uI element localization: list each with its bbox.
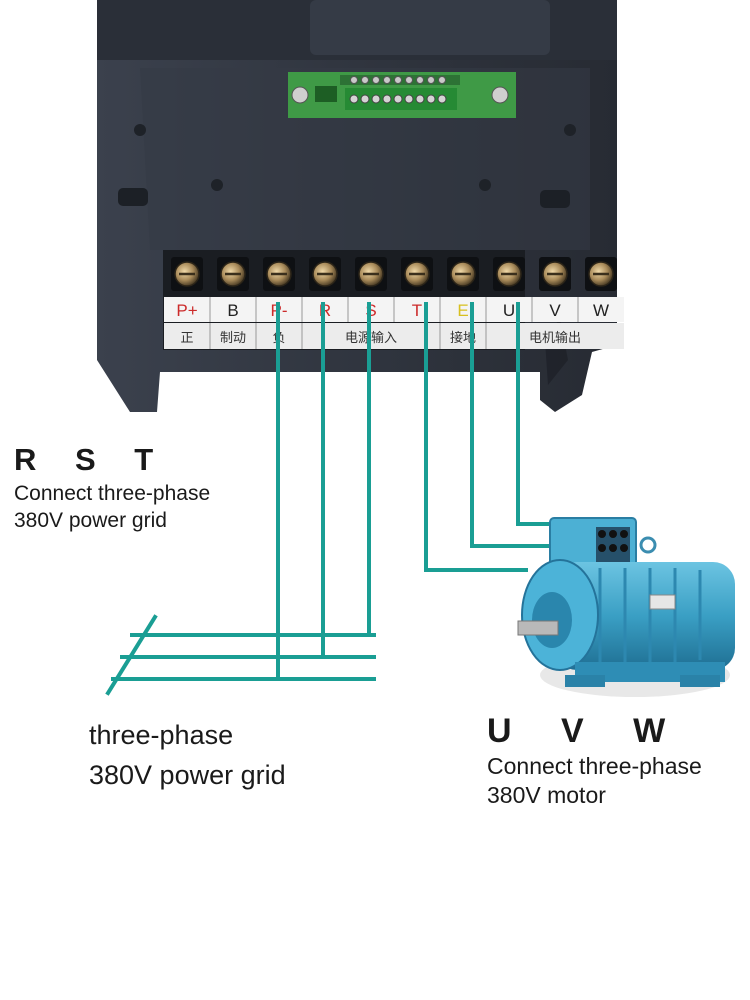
rst-desc-line1: Connect three-phase <box>14 482 211 505</box>
control-pcb <box>288 72 516 118</box>
electric-motor <box>517 517 735 697</box>
terminal-code-9: V <box>549 301 561 320</box>
grid-label-line2: 380V power grid <box>89 760 286 790</box>
terminal-code-10: W <box>593 301 609 320</box>
power-grid-lines <box>105 614 376 696</box>
terminal-group-label-1: 正 <box>180 331 193 346</box>
uvw-wires <box>424 302 558 572</box>
rst-wires <box>276 302 371 679</box>
rst-desc-line2: 380V power grid <box>14 509 167 532</box>
terminal-code-1: P+ <box>176 301 197 320</box>
terminal-group-label-6: 电机输出 <box>529 330 581 346</box>
wire-w <box>516 302 553 526</box>
terminal-screws <box>171 257 617 291</box>
terminal-code-2: B <box>227 301 238 320</box>
terminal-code-7: E <box>457 301 468 320</box>
inverter-drive <box>97 0 617 412</box>
terminal-group-label-2: 制动 <box>220 331 246 346</box>
terminal-code-6: T <box>412 301 422 320</box>
uvw-desc-line1: Connect three-phase <box>487 753 702 779</box>
grid-label-line1: three-phase <box>89 720 234 750</box>
terminal-code-8: U <box>503 301 515 320</box>
terminal-chinese-row: 正制动负电源输入接地电机输出 <box>164 323 624 349</box>
cn-row-bg <box>164 323 624 349</box>
uvw-title: U V W <box>487 712 686 750</box>
uvw-desc-line2: 380V motor <box>487 782 606 808</box>
wire-u <box>424 302 528 572</box>
rst-title: R S T <box>14 442 169 477</box>
terminal-group-label-5: 接地 <box>450 330 476 346</box>
wire-v <box>470 302 558 548</box>
